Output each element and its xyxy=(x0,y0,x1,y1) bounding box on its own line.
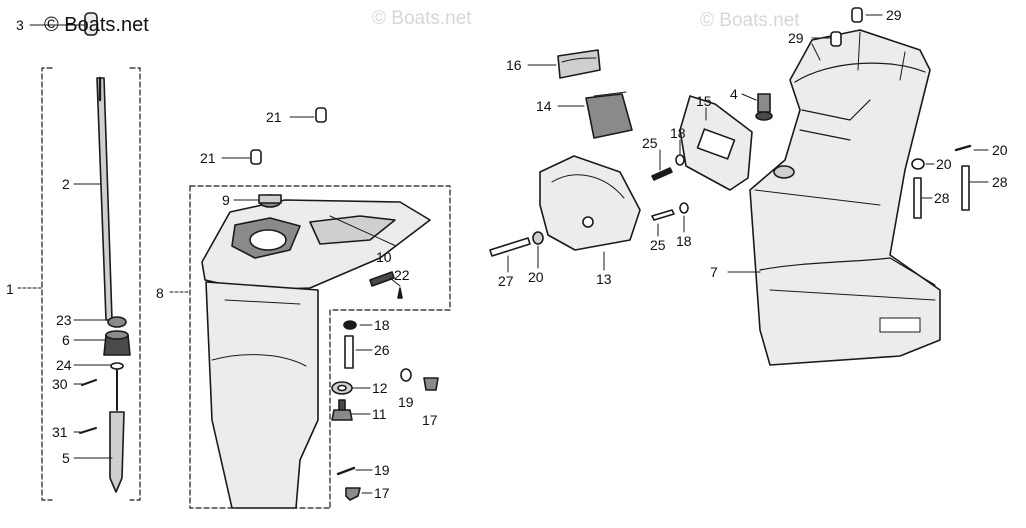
callout-18-lower: 18 xyxy=(676,233,692,249)
part-5-lower-shift-rod xyxy=(109,411,125,493)
watermark-2: © Boats.net xyxy=(700,10,800,31)
part-18-washer-c xyxy=(679,202,689,214)
callout-23: 23 xyxy=(56,312,72,328)
callout-26: 26 xyxy=(374,342,390,358)
group-bracket-8 xyxy=(189,185,331,509)
callout-16: 16 xyxy=(506,57,522,73)
callout-6: 6 xyxy=(62,332,70,348)
callout-3: 3 xyxy=(16,17,24,33)
callout-21-lower: 21 xyxy=(200,150,216,166)
part-29-grommet-a xyxy=(851,7,863,23)
callout-31: 31 xyxy=(52,424,68,440)
shift-rod-assembly xyxy=(17,12,141,501)
callout-21-upper: 21 xyxy=(266,109,282,125)
gearcase-housing xyxy=(169,107,451,509)
part-11-plug xyxy=(331,409,353,421)
callout-15: 15 xyxy=(696,93,712,109)
part-18-washer-b xyxy=(675,154,685,166)
part-14-mount-rubber xyxy=(585,93,633,139)
group-bracket-1 xyxy=(41,67,53,501)
copyright-notice: © Boats.net xyxy=(44,14,149,36)
part-19-gasket-a xyxy=(400,368,412,382)
callout-2: 2 xyxy=(62,176,70,192)
part-27-bolt xyxy=(489,237,531,257)
part-31-pin xyxy=(79,427,97,434)
callout-8: 8 xyxy=(156,285,164,301)
callout-12: 12 xyxy=(372,380,388,396)
callout-20-cover: 20 xyxy=(528,269,544,285)
part-17-drain-plug-b xyxy=(345,487,361,501)
callout-11: 11 xyxy=(372,406,387,422)
part-30-pin xyxy=(81,379,97,386)
callout-20-housing-b: 20 xyxy=(992,142,1008,158)
watermark-1: © Boats.net xyxy=(372,8,472,29)
part-23-grommet xyxy=(107,316,127,328)
callout-25-lower: 25 xyxy=(650,237,666,253)
part-19-gasket-b xyxy=(336,466,356,476)
callout-28-a: 28 xyxy=(934,190,950,206)
part-20-washer-a xyxy=(532,231,544,245)
callout-1: 1 xyxy=(6,281,14,297)
callout-9: 9 xyxy=(222,192,230,208)
part-18-washer-a xyxy=(343,320,357,330)
callout-24: 24 xyxy=(56,357,72,373)
callout-4: 4 xyxy=(730,86,738,102)
part-26-bolt xyxy=(344,335,354,369)
part-20-washer-c xyxy=(954,144,972,152)
part-17-drain-plug-a xyxy=(423,377,439,391)
part-16-mount xyxy=(557,49,601,79)
part-22-stud xyxy=(369,271,395,287)
callout-17-lower: 17 xyxy=(374,485,390,501)
part-28-bolt-a xyxy=(913,177,922,219)
leader-lines xyxy=(29,14,989,494)
callout-19-upper: 19 xyxy=(398,394,414,410)
part-21-dowel-a xyxy=(315,107,327,123)
callout-28-b: 28 xyxy=(992,174,1008,190)
part-4-fitting xyxy=(757,93,771,113)
part-3-pin xyxy=(84,12,98,36)
drive-shaft-housing xyxy=(749,7,972,366)
callout-7: 7 xyxy=(710,264,718,280)
callout-29-upper: 29 xyxy=(886,7,902,23)
part-25-bolt-a xyxy=(651,167,673,181)
cover-parts xyxy=(489,49,773,257)
part-21-dowel-b xyxy=(250,149,262,165)
callout-29-lower: 29 xyxy=(788,30,804,46)
part-29-grommet-b xyxy=(830,31,842,47)
callout-10: 10 xyxy=(376,249,392,265)
part-13-lower-cover xyxy=(539,155,641,251)
part-2-shift-rod xyxy=(96,77,113,321)
callout-18-plate: 18 xyxy=(670,125,686,141)
callout-19-lower: 19 xyxy=(374,462,390,478)
part-20-washer-b xyxy=(911,158,925,170)
callout-17-upper: 17 xyxy=(422,412,438,428)
callout-13: 13 xyxy=(596,271,612,287)
callout-20-housing-a: 20 xyxy=(936,156,952,172)
callout-22: 22 xyxy=(394,267,410,283)
callout-25-upper: 25 xyxy=(642,135,658,151)
callout-27: 27 xyxy=(498,273,514,289)
part-28-bolt-b xyxy=(961,165,970,211)
part-25-bolt-b xyxy=(651,209,675,221)
callout-5: 5 xyxy=(62,450,70,466)
callout-14: 14 xyxy=(536,98,552,114)
part-24-washer xyxy=(110,362,124,370)
callout-18-mid: 18 xyxy=(374,317,390,333)
callout-30: 30 xyxy=(52,376,68,392)
